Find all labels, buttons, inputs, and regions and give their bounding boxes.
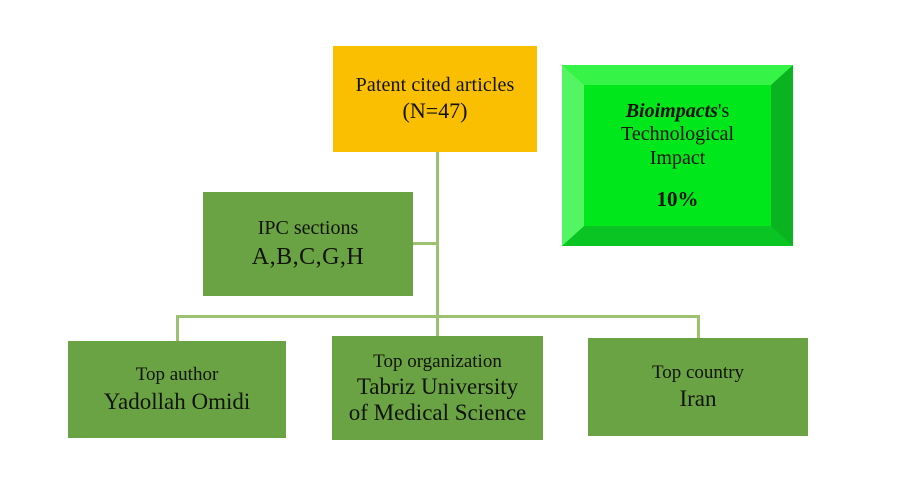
node-top-country[interactable]: Top country Iran [588,338,808,436]
connector-branch-to-ipc [412,242,438,245]
impact-label-line3: Impact [649,146,706,169]
node-technological-impact[interactable]: Bioimpacts's Technological Impact 10% [562,65,793,246]
patent-label-count: (N=47) [402,97,468,123]
author-label-name: Yadollah Omidi [103,388,251,414]
connector-drop-center [436,315,439,337]
impact-brand-possessive: 's [717,99,730,122]
connector-trunk-vertical [436,151,439,318]
node-patent-cited-articles[interactable]: Patent cited articles (N=47) [333,46,537,152]
connector-drop-left [176,315,179,342]
node-ipc-sections[interactable]: IPC sections A,B,C,G,H [203,192,413,296]
ipc-label-values: A,B,C,G,H [251,244,365,271]
country-label-name: Iran [679,386,717,412]
impact-brand-line: Bioimpacts's [626,100,730,124]
author-label-line1: Top author [135,364,219,386]
ipc-label-line1: IPC sections [257,216,359,239]
organization-label-line1: Top organization [373,350,502,372]
node-top-organization[interactable]: Top organization Tabriz University of Me… [332,336,543,440]
country-label-line1: Top country [651,361,745,383]
organization-label-name-line2: of Medical Science [348,399,527,425]
node-top-author[interactable]: Top author Yadollah Omidi [68,341,286,438]
impact-brand-name: Bioimpacts [625,99,718,122]
impact-label-line2: Technological [621,123,734,146]
connector-drop-right [697,315,700,339]
organization-label-name-line1: Tabriz University [356,373,519,399]
impact-percent-value: 10% [656,186,699,211]
patent-label-line1: Patent cited articles [355,74,515,97]
